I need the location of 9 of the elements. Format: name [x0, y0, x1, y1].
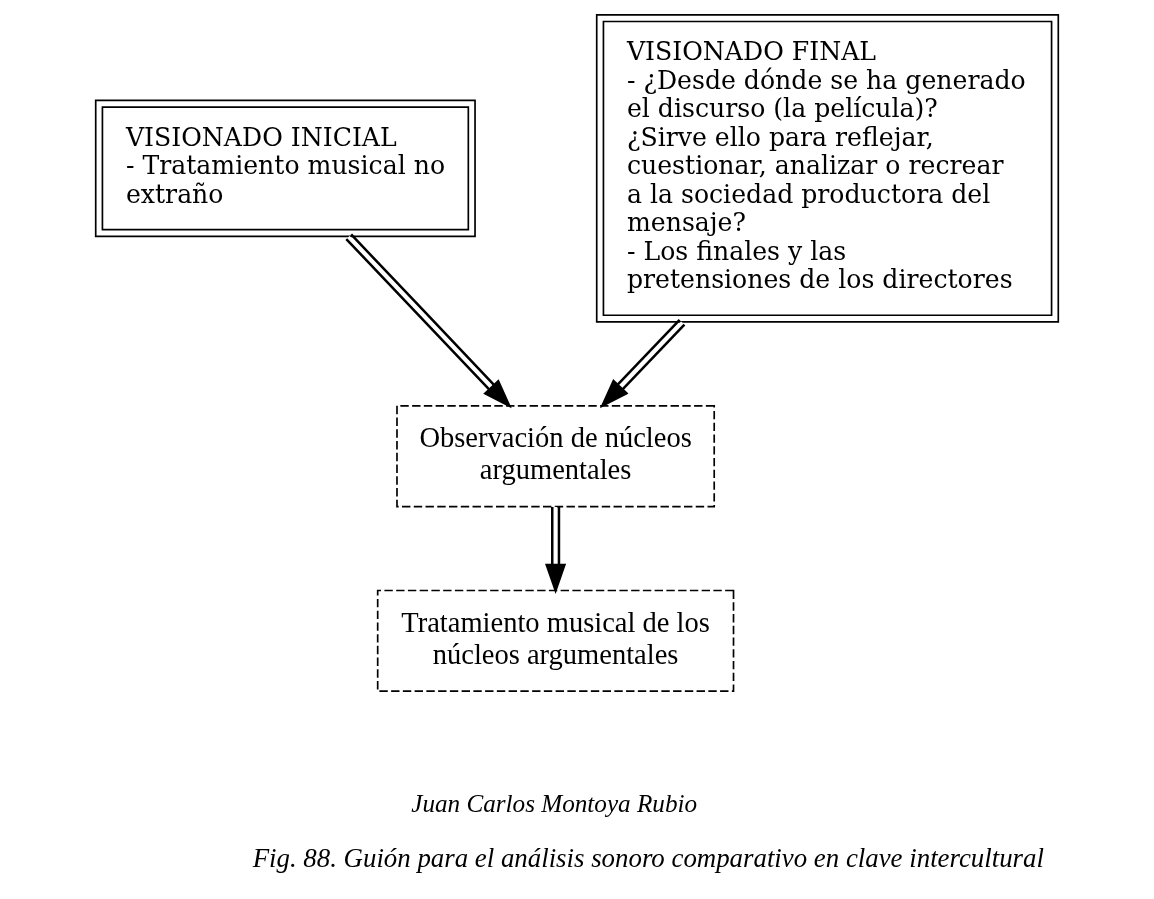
node-box: VISIONADO INICIAL - Tratamiento musical no extraño — [94, 99, 476, 238]
node-box: Tratamiento musical de los núcleos argumentales — [376, 589, 735, 693]
node-box: Observación de núcleos argumentales — [396, 405, 716, 508]
arrow — [599, 319, 686, 409]
arrow — [345, 233, 512, 409]
node-box: VISIONADO FINAL - ¿Desde dónde se ha generado el discurso (la película)? ¿Sirve ello para reflejar, cuestionar, analizar o recrear a la sociedad productora del mensaje? - Los finales y las pretensiones de los directores — [595, 13, 1060, 323]
caption: Fig. 88. Guión para el análisis sonoro comparativo en clave intercultural — [252, 843, 1044, 874]
label: Juan Carlos Montoya Rubio — [411, 790, 698, 818]
arrow — [545, 506, 567, 594]
